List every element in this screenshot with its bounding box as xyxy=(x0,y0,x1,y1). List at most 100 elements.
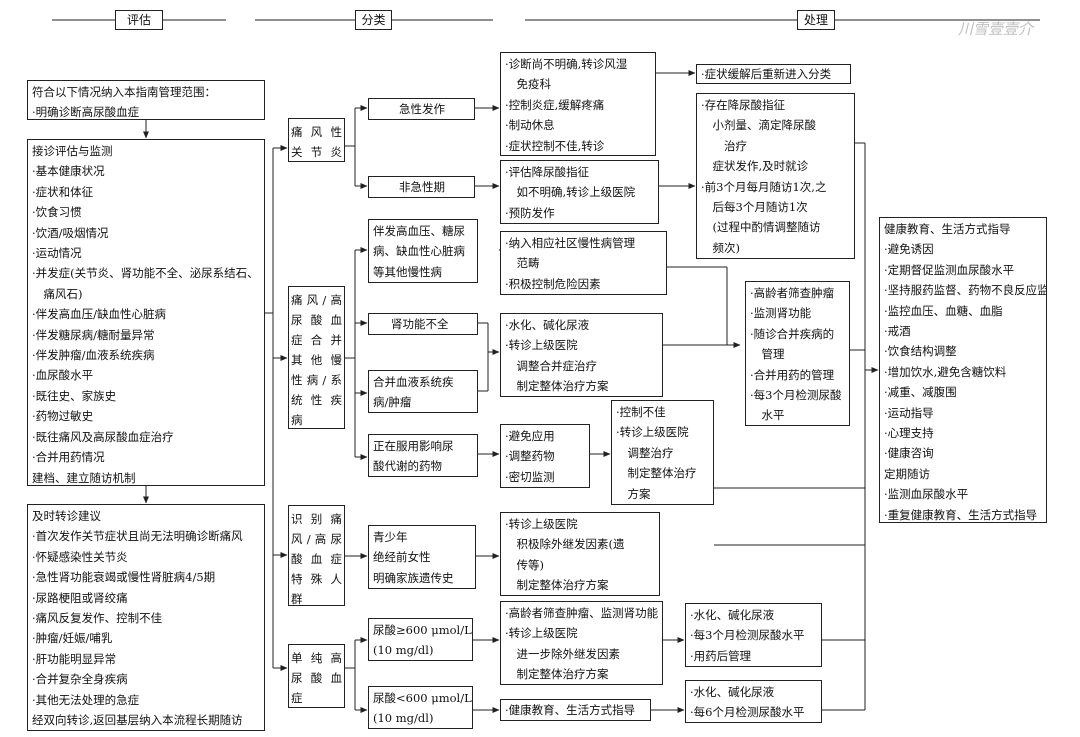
education-line: ·定期督促监测血尿酸水平 xyxy=(884,262,1015,277)
education-line: ·监测血尿酸水平 xyxy=(884,487,969,502)
nonacute-tx-line: ·评估降尿酸指征 xyxy=(505,165,590,179)
nonacute-tx-line: ·预防发作 xyxy=(505,205,555,220)
referral-line: ·首次发作关节症状且尚无法明确诊断痛风 xyxy=(32,529,243,544)
special-line: 群 xyxy=(291,592,303,606)
watermark: 川雪壹壹介 xyxy=(958,20,1034,38)
reassess-box: ·症状缓解后重新进入分类 xyxy=(696,64,851,84)
comorbid-line: 伴发高血压、糖尿 xyxy=(373,224,465,238)
special-line: 酸血症 xyxy=(291,552,342,566)
education-line: ·减重、减腹围 xyxy=(884,385,957,400)
ult-line: 频次) xyxy=(701,240,740,255)
scope-line: ·明确诊断高尿酸血症 xyxy=(32,105,140,120)
ult-line: 症状发作,及时就诊 xyxy=(701,159,809,174)
drug-line: 酸代谢的药物 xyxy=(373,459,442,474)
header-treat: 处理 xyxy=(797,10,835,30)
special-list-line: 青少年 xyxy=(373,530,408,544)
hematologic-box: 合并血液系统疾病/肿瘤 xyxy=(368,370,478,413)
non-acute-treatment-box: ·评估降尿酸指征 如不明确,转诊上级医院·预防发作 xyxy=(500,160,659,224)
drug-fail-line: ·转诊上级医院 xyxy=(616,425,689,440)
screen-line: ·每3个月检测尿酸 xyxy=(750,388,842,403)
reassess-line: ·症状缓解后重新进入分类 xyxy=(701,67,832,81)
ua-high-tx2-line: ·每3个月检测尿酸水平 xyxy=(690,628,805,643)
ult-line: ·存在降尿酸指征 xyxy=(701,98,786,112)
education-line: 定期随访 xyxy=(884,466,930,481)
ua-high-tx-line: ·高龄者筛查肿瘤、监测肾功能 xyxy=(505,606,659,620)
referral-line: 经双向转诊,返回基层纳入本流程长期随访 xyxy=(32,713,243,728)
eval-line: ·并发症(关节炎、肾功能不全、泌尿系结石、 xyxy=(32,266,259,281)
lifestyle-low-line: ·健康教育、生活方式指导 xyxy=(505,703,636,717)
referral-box: 及时转诊建议·首次发作关节症状且尚无法明确诊断痛风·怀疑感染性关节炎·急性肾功能… xyxy=(27,504,265,731)
uric-acid-low-box: 尿酸<600 μmol/L (10 mg/dl) xyxy=(368,686,473,729)
referral-line: ·合并复杂全身疾病 xyxy=(32,672,128,687)
eval-line: ·既往史、家族史 xyxy=(32,388,117,403)
renal-tx-line: ·转诊上级医院 xyxy=(505,338,578,353)
simple-line: 尿酸血 xyxy=(291,671,342,685)
comorbid-management-box: ·纳入相应社区慢性病管理 范畴·积极控制危险因素 xyxy=(500,231,667,295)
education-line: ·戒酒 xyxy=(884,324,911,339)
gout-other-line: 尿酸血 xyxy=(291,313,342,327)
drug-tx-line: ·调整药物 xyxy=(505,449,555,464)
drug-tx-line: ·密切监测 xyxy=(505,469,555,484)
eval-line: 建档、建立随访机制 xyxy=(32,470,136,485)
screen-line: 管理 xyxy=(750,347,785,362)
ult-line: ·前3个月每月随访1次,之 xyxy=(701,179,827,194)
eval-line: ·伴发糖尿病/糖耐量异常 xyxy=(32,327,155,342)
acute-tx-line: ·制动休息 xyxy=(505,118,555,133)
screening-monitoring-box: ·高龄者筛查肿瘤·监测肾功能·随诊合并疾病的 管理·合并用药的管理·每3个月检测… xyxy=(745,281,850,426)
drug-fail-line: 方案 xyxy=(616,486,651,501)
renal-management-box: ·水化、碱化尿液·转诊上级医院 调整合并症治疗 制定整体治疗方案 xyxy=(500,313,663,397)
eval-line: ·血尿酸水平 xyxy=(32,368,94,383)
screen-line: 水平 xyxy=(750,408,785,423)
comorbid-tx-line: ·积极控制危险因素 xyxy=(505,276,601,291)
education-line: ·避免诱因 xyxy=(884,242,934,257)
education-line: ·心理支持 xyxy=(884,426,934,441)
eval-line: ·症状和体征 xyxy=(32,184,94,199)
ua-high-tx-line: 制定整体治疗方案 xyxy=(505,667,609,682)
simple-line: 单纯高 xyxy=(291,651,342,665)
eval-line: ·合并用药情况 xyxy=(32,450,105,465)
renal-line: 肾功能不全 xyxy=(391,317,449,331)
assessment-box: 接诊评估与监测·基本健康状况·症状和体征·饮食习惯·饮酒/吸烟情况·运动情况·并… xyxy=(27,139,265,486)
ult-line: (过程中酌情调整随访 xyxy=(701,220,821,235)
header-assess: 评估 xyxy=(115,10,163,30)
uric-acid-low-followup: ·水化、碱化尿液·每6个月检测尿酸水平 xyxy=(685,680,822,723)
education-line: ·运动指导 xyxy=(884,405,934,420)
drug-tx-line: ·避免应用 xyxy=(505,429,555,443)
eval-line: ·饮食习惯 xyxy=(32,205,82,220)
education-line: ·重复健康教育、生活方式指导 xyxy=(884,507,1038,522)
referral-line: ·痛风反复发作、控制不佳 xyxy=(32,611,163,626)
renal-tx-line: 调整合并症治疗 xyxy=(505,358,597,373)
comorbid-line: 等其他慢性病 xyxy=(373,264,442,279)
eval-line: ·运动情况 xyxy=(32,246,82,261)
ua-high-line: 尿酸≥600 μmol/L xyxy=(373,623,472,637)
gout-line: 关节炎 xyxy=(291,145,342,159)
gout-other-line: 症合并 xyxy=(291,333,342,347)
acute-tx-line: ·控制炎症,缓解疼痛 xyxy=(505,97,605,112)
ua-low-line: (10 mg/dl) xyxy=(373,711,434,726)
special-line: 识别痛 xyxy=(291,512,342,526)
eval-line: 痛风石) xyxy=(32,286,83,301)
ua-high-tx-line: 进一步除外继发因素 xyxy=(505,646,620,661)
renal-tx-line: ·水化、碱化尿液 xyxy=(505,318,590,332)
eval-line: ·药物过敏史 xyxy=(32,409,94,424)
comorbid-tx-line: 范畴 xyxy=(505,256,540,271)
urate-lowering-box: ·存在降尿酸指征 小剂量、滴定降尿酸 治疗 症状发作,及时就诊·前3个月每月随访… xyxy=(696,93,855,259)
non-acute-box: 非急性期 xyxy=(368,176,475,198)
special-groups-list: 青少年绝经前女性明确家族遗传史 xyxy=(368,525,476,589)
education-line: 健康教育、生活方式指导 xyxy=(884,222,1011,236)
category-gout-arthritis: 痛风性关节炎 xyxy=(288,118,345,162)
drug-fail-line: 调整治疗 xyxy=(616,445,674,460)
ua-high-tx2-line: ·用药后管理 xyxy=(690,648,752,663)
special-line: 风/高尿 xyxy=(291,532,342,546)
ua-high-line: (10 mg/dl) xyxy=(373,643,434,658)
acute-line: 急性发作 xyxy=(399,102,445,116)
ua-low-tx2-line: ·每6个月检测尿酸水平 xyxy=(690,705,805,720)
special-list-line: 明确家族遗传史 xyxy=(373,570,454,585)
acute-attack-box: 急性发作 xyxy=(368,98,475,120)
gout-other-line: 病 xyxy=(291,413,303,427)
special-tx-line: 制定整体治疗方案 xyxy=(505,578,609,593)
ua-low-line: 尿酸<600 μmol/L xyxy=(373,691,472,705)
renal-insufficiency-box: 肾功能不全 xyxy=(368,313,478,335)
screen-line: ·高龄者筛查肿瘤 xyxy=(750,286,835,300)
